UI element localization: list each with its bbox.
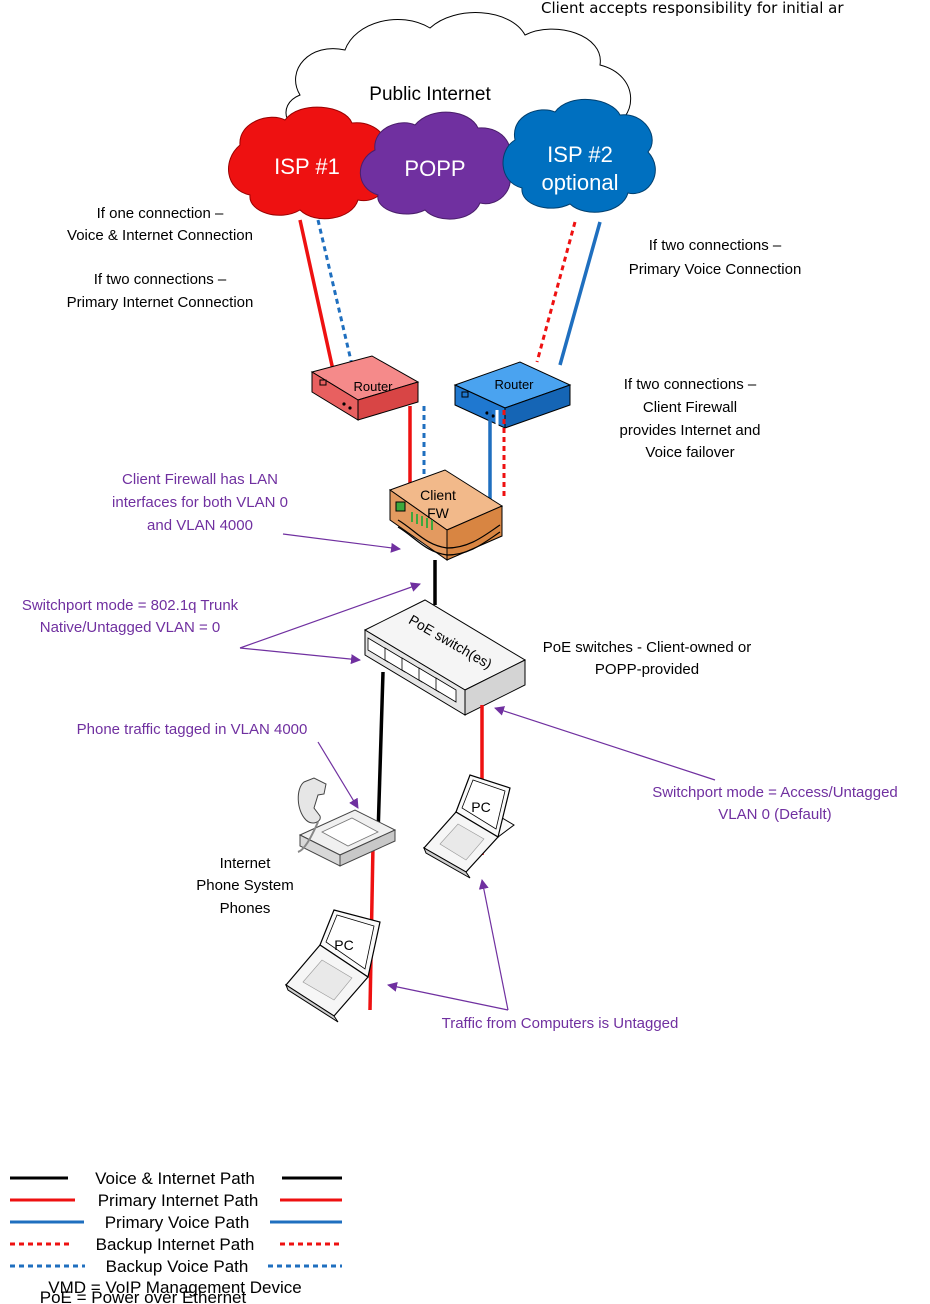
switch-owner-line2: POPP-provided	[595, 661, 699, 678]
trunk-arrow-fw	[239, 582, 421, 649]
fw-failover-line1: If two connections –	[624, 376, 757, 393]
access-arrow	[494, 706, 716, 781]
legend-vmd: VMD = VoIP Management Device	[48, 1278, 301, 1297]
popp-cloud: POPP	[359, 111, 511, 220]
client-firewall: Client FW	[388, 469, 504, 561]
fw-lan-arrow	[282, 533, 401, 553]
phone-tag-callout: Phone traffic tagged in VLAN 4000	[77, 721, 308, 738]
fw-lan-callout-2: interfaces for both VLAN 0	[112, 494, 288, 511]
isp1-label: ISP #1	[274, 154, 340, 179]
fw-failover-line4: Voice failover	[645, 444, 734, 461]
isp2-white-gap	[551, 221, 592, 363]
legend-primary-internet: Primary Internet Path	[10, 1191, 342, 1210]
isp2-cloud: ISP #2 optional	[502, 99, 656, 213]
two-conn-internet-line2: Primary Internet Connection	[67, 294, 254, 311]
popp-label: POPP	[404, 156, 465, 181]
svg-text:Primary Internet Path: Primary Internet Path	[98, 1191, 259, 1210]
fw-label-2: FW	[427, 505, 450, 521]
two-conn-voice-line1: If two connections –	[649, 237, 782, 254]
trunk-arrow-switch	[239, 647, 361, 665]
router-left: Router	[310, 355, 420, 421]
phone-label-line1: Internet	[220, 855, 272, 872]
switch-phone-line	[376, 671, 385, 836]
phone-label-line2: Phone System	[196, 877, 294, 894]
phone-icon	[297, 777, 397, 867]
legend-primary-voice: Primary Voice Path	[10, 1213, 342, 1232]
svg-text:Backup Internet Path: Backup Internet Path	[96, 1235, 255, 1254]
public-internet-label: Public Internet	[369, 84, 491, 105]
legend-backup-internet: Backup Internet Path	[10, 1235, 342, 1254]
legend-voice-internet: Voice & Internet Path	[10, 1169, 342, 1188]
legend-poe: PoE = Power over Ethernet	[40, 1288, 247, 1304]
pc-right-label: PC	[471, 799, 490, 815]
pc-bottom-label: PC	[334, 937, 353, 953]
fw-lan-callout-3: and VLAN 4000	[147, 517, 253, 534]
switch-owner-line1: PoE switches - Client-owned or	[543, 639, 751, 656]
fw-label-1: Client	[420, 487, 456, 503]
isp1-white-gap	[306, 219, 343, 371]
two-conn-internet-line1: If two connections –	[94, 271, 227, 288]
phone-tag-arrow	[317, 741, 359, 809]
router-right-label: Router	[494, 377, 534, 392]
trunk-callout-1: Switchport mode = 802.1q Trunk	[22, 597, 239, 614]
phone-label-line3: Phones	[220, 900, 271, 917]
trunk-callout-2: Native/Untagged VLAN = 0	[40, 619, 221, 636]
pc-bottom-icon: PC	[284, 909, 381, 1023]
isp2-primary-voice-line	[558, 221, 602, 366]
two-conn-voice-line2: Primary Voice Connection	[629, 261, 802, 278]
access-callout-2: VLAN 0 (Default)	[718, 806, 831, 823]
svg-text:Voice & Internet Path: Voice & Internet Path	[95, 1169, 255, 1188]
router-left-label: Router	[353, 379, 393, 394]
pc-right-icon: PC	[423, 774, 515, 879]
isp1-cloud: ISP #1	[228, 106, 389, 220]
isp2-label-1: ISP #2	[547, 142, 613, 167]
untagged-arrow-bottom	[387, 981, 509, 1011]
svg-text:Backup Voice Path: Backup Voice Path	[106, 1257, 249, 1276]
svg-text:Primary Voice Path: Primary Voice Path	[105, 1213, 250, 1232]
isp2-backup-internet-line	[535, 221, 577, 363]
fw-failover-line3: provides Internet and	[620, 422, 761, 439]
fw-lan-callout-1: Client Firewall has LAN	[122, 471, 278, 488]
untagged-callout: Traffic from Computers is Untagged	[442, 1015, 679, 1032]
isp1-backup-voice-line	[316, 219, 354, 366]
legend-backup-voice: Backup Voice Path	[10, 1257, 342, 1276]
router-right: Router	[453, 361, 572, 429]
one-conn-line2: Voice & Internet Connection	[67, 227, 253, 244]
isp2-label-2: optional	[541, 170, 618, 195]
untagged-arrow-right	[478, 879, 509, 1011]
legend: Voice & Internet Path Primary Internet P…	[10, 1169, 342, 1304]
one-conn-line1: If one connection –	[97, 205, 224, 222]
header-note: Client accepts responsibility for initia…	[541, 0, 844, 17]
access-callout-1: Switchport mode = Access/Untagged	[652, 784, 898, 801]
isp1-primary-line	[298, 219, 335, 371]
fw-failover-line2: Client Firewall	[643, 399, 737, 416]
poe-switch: PoE switch(es)	[363, 599, 527, 716]
